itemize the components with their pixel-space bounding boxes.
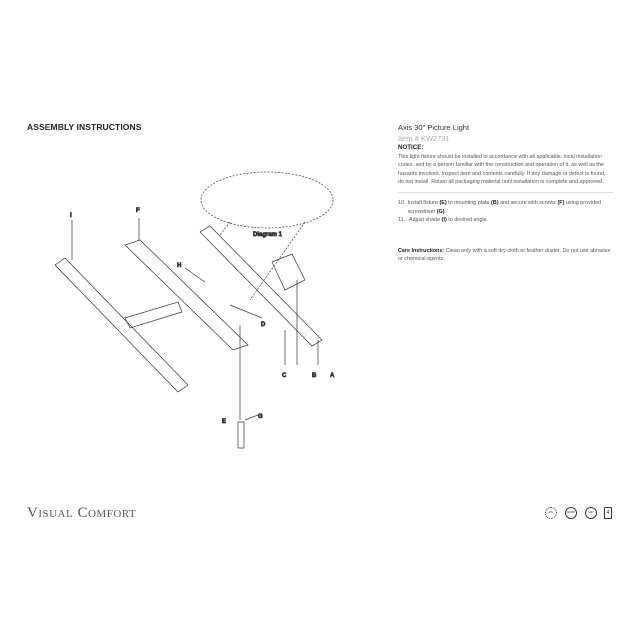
product-name: Axis 30" Picture Light [398,123,470,132]
notice-heading: NOTICE: [398,144,424,151]
svg-text:B: B [312,373,317,379]
svg-text:F: F [136,208,140,214]
care-instructions: Care Instructions: Clean only with a sof… [398,247,611,263]
svg-text:I: I [70,213,72,219]
led-badge: LED [585,507,597,519]
detail-callout [200,171,334,229]
svg-text:C: C [282,373,287,379]
instructions-panel: Axis 30" Picture Light Item # KW2731 NOT… [398,122,613,264]
svg-text:A: A [330,373,335,379]
part-labels: I F H D C B A E G [70,208,336,426]
damp-badge: DAMP [565,507,577,519]
page-title: ASSEMBLY INSTRUCTIONS [27,122,142,132]
shade-bar [54,257,189,393]
svg-text:H: H [177,263,181,269]
item-number: Item # KW2731 [398,134,450,143]
step-11: 11.Adjust shade (I) to desired angle. [398,217,489,224]
divider [398,191,613,193]
fixture-arm [124,239,249,351]
mounting-bracket [271,253,306,291]
notice-text: This light fixture should be installed i… [398,153,606,186]
svg-text:D: D [261,322,266,328]
brand-logo: Visual Comfort [27,505,137,521]
diagram-caption: Diagram 1 [253,232,283,238]
svg-text:G: G [258,414,263,420]
mounting-plate [199,225,323,347]
step-10: 10.Install fixture (E) to mounting plate… [398,199,601,215]
bulb-count-badge: 4 [604,507,612,519]
svg-text:E: E [222,419,226,425]
etl-badge: ETL [545,507,557,519]
